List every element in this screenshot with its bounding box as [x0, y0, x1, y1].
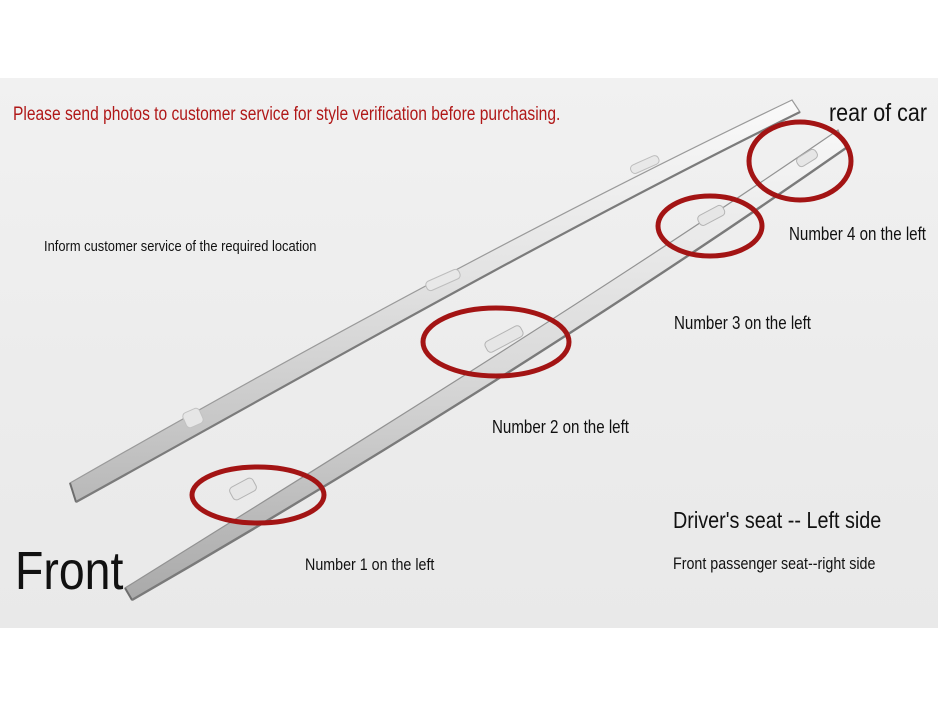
- verification-notice: Please send photos to customer service f…: [13, 104, 561, 125]
- position-1-label: Number 1 on the left: [305, 555, 435, 574]
- position-2-label: Number 2 on the left: [492, 417, 629, 437]
- lower-roof-rail: [124, 129, 847, 602]
- front-label: Front: [15, 541, 124, 601]
- rear-of-car-label: rear of car: [829, 99, 927, 127]
- roof-rail-photo: [0, 78, 938, 628]
- inform-location-label: Inform customer service of the required …: [44, 238, 317, 255]
- position-4-label: Number 4 on the left: [789, 224, 926, 244]
- passenger-seat-label: Front passenger seat--right side: [673, 554, 876, 573]
- position-3-label: Number 3 on the left: [674, 313, 811, 333]
- upper-roof-rail: [69, 99, 801, 503]
- driver-seat-label: Driver's seat -- Left side: [673, 507, 882, 533]
- roof-rails-illustration: [69, 99, 854, 602]
- highlight-circle-4: [746, 119, 854, 203]
- highlight-circle-3: [655, 193, 765, 259]
- highlight-circle-1: [189, 464, 327, 526]
- highlight-circle-2: [420, 305, 572, 379]
